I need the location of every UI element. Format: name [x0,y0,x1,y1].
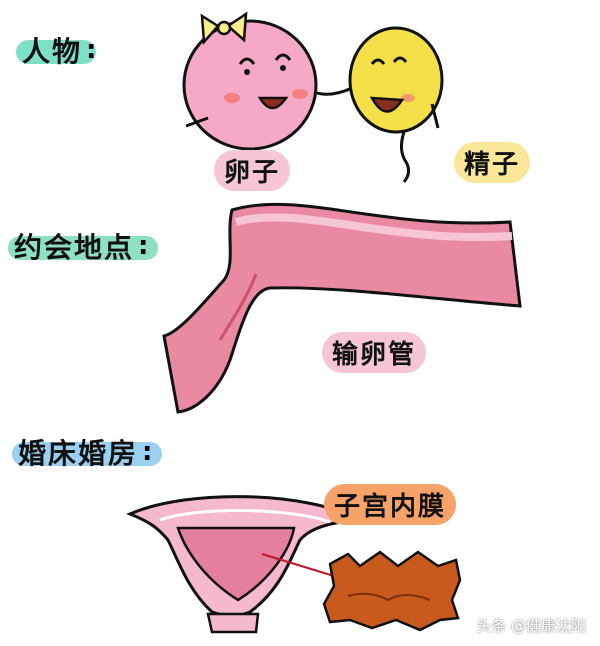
uterus-shape [126,495,366,634]
heading-colon: : [138,231,149,261]
endometrium-label: 子宫内膜 [324,484,457,525]
watermark: 头条 @健康沈阳 [476,617,586,635]
heading-colon: : [86,35,97,65]
heading-characters-label: 人物 [22,35,83,68]
heading-meeting-place: 约会地点 : [8,226,158,266]
heading-wedding-room-label: 婚床婚房 [18,437,139,470]
heading-highlight [12,442,162,466]
heading-highlight [8,236,158,260]
egg-character [182,11,353,151]
egg-label: 卵子 [214,150,291,191]
heading-highlight [16,40,96,64]
fallopian-tube-shape [162,202,522,414]
heading-characters: 人物 : [16,30,97,70]
endometrium-patch [322,550,462,632]
heading-colon: : [142,437,153,467]
heading-wedding-room: 婚床婚房 : [12,432,162,472]
heading-meeting-place-label: 约会地点 [14,231,135,264]
sperm-label: 精子 [454,142,531,183]
fallopian-tube-label: 输卵管 [322,332,427,373]
sperm-character [348,26,444,183]
